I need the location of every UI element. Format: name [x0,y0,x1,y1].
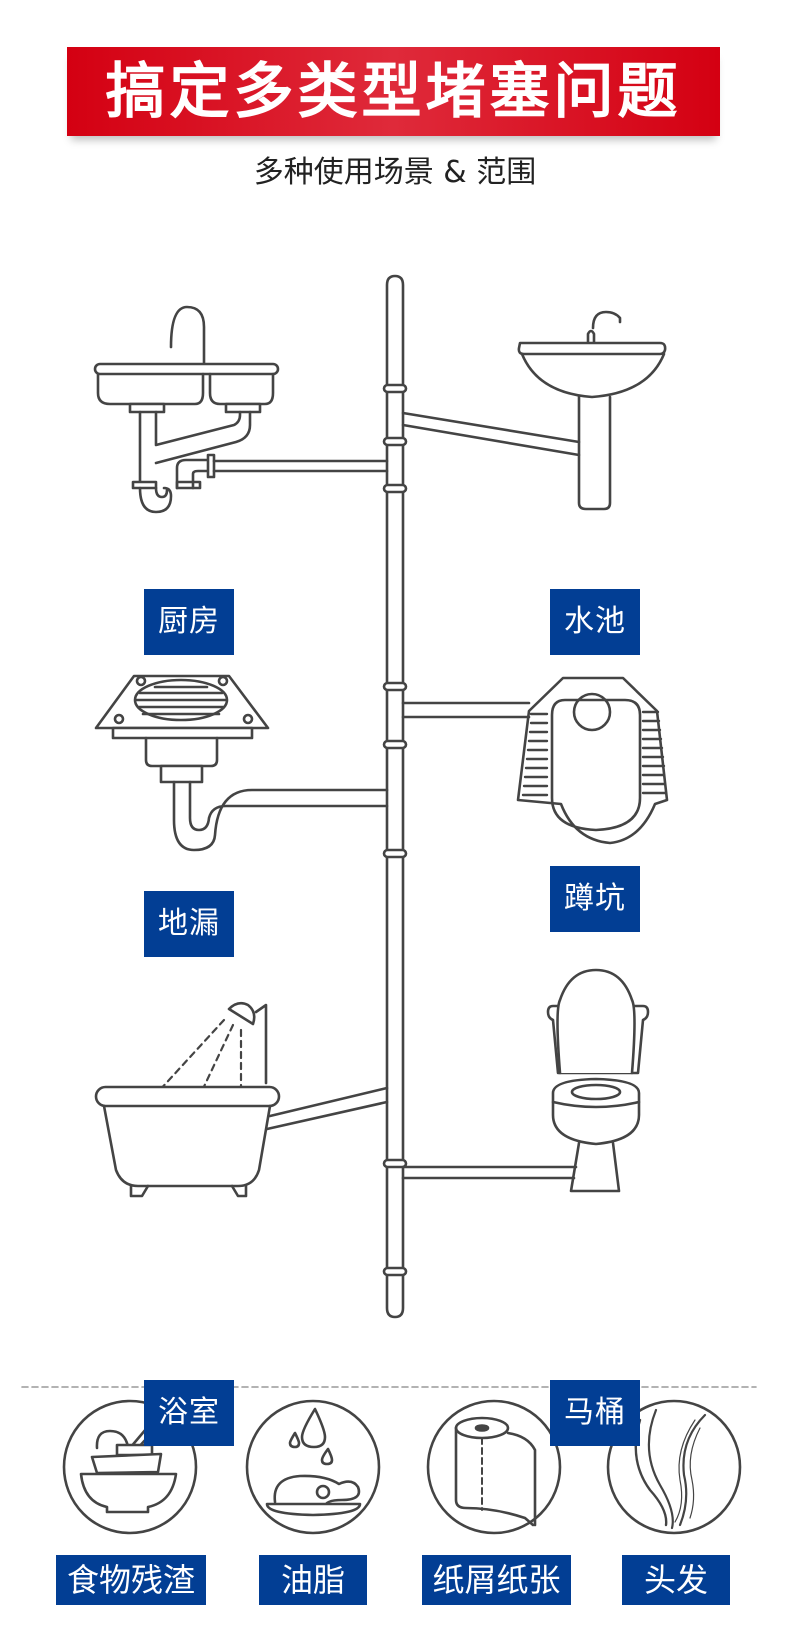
toilet-icon [401,968,650,1193]
squat-toilet-icon [401,676,669,845]
clog-label-food: 食物残渣 [56,1555,206,1605]
page-subtitle: 多种使用场景 & 范围 [253,155,537,190]
wash-basin-icon [401,310,667,511]
scene-label-toilet: 马桶 [550,1380,640,1446]
scene-label-floor-drain: 地漏 [144,891,234,957]
clog-label-paper: 纸屑纸张 [422,1555,571,1605]
kitchen-sink-icon [93,305,389,514]
scene-label-basin: 水池 [550,589,640,655]
grease-drop-icon [245,1399,381,1535]
main-drain-pipe [382,274,408,1319]
scene-label-bathroom: 浴室 [144,1380,234,1446]
title-banner: 搞定多类型堵塞问题 [67,47,720,136]
scene-label-squat-toilet: 蹲坑 [550,866,640,932]
floor-drain-icon [94,674,389,852]
clog-label-hair: 头发 [622,1555,730,1605]
scene-label-kitchen: 厨房 [144,589,234,655]
paper-roll-icon [426,1399,562,1535]
page-title: 搞定多类型堵塞问题 [105,56,682,127]
bathtub-shower-icon [94,1001,389,1198]
food-bowl-icon [62,1399,198,1535]
clog-label-grease: 油脂 [259,1555,367,1605]
pipe-clamps [382,383,408,1277]
